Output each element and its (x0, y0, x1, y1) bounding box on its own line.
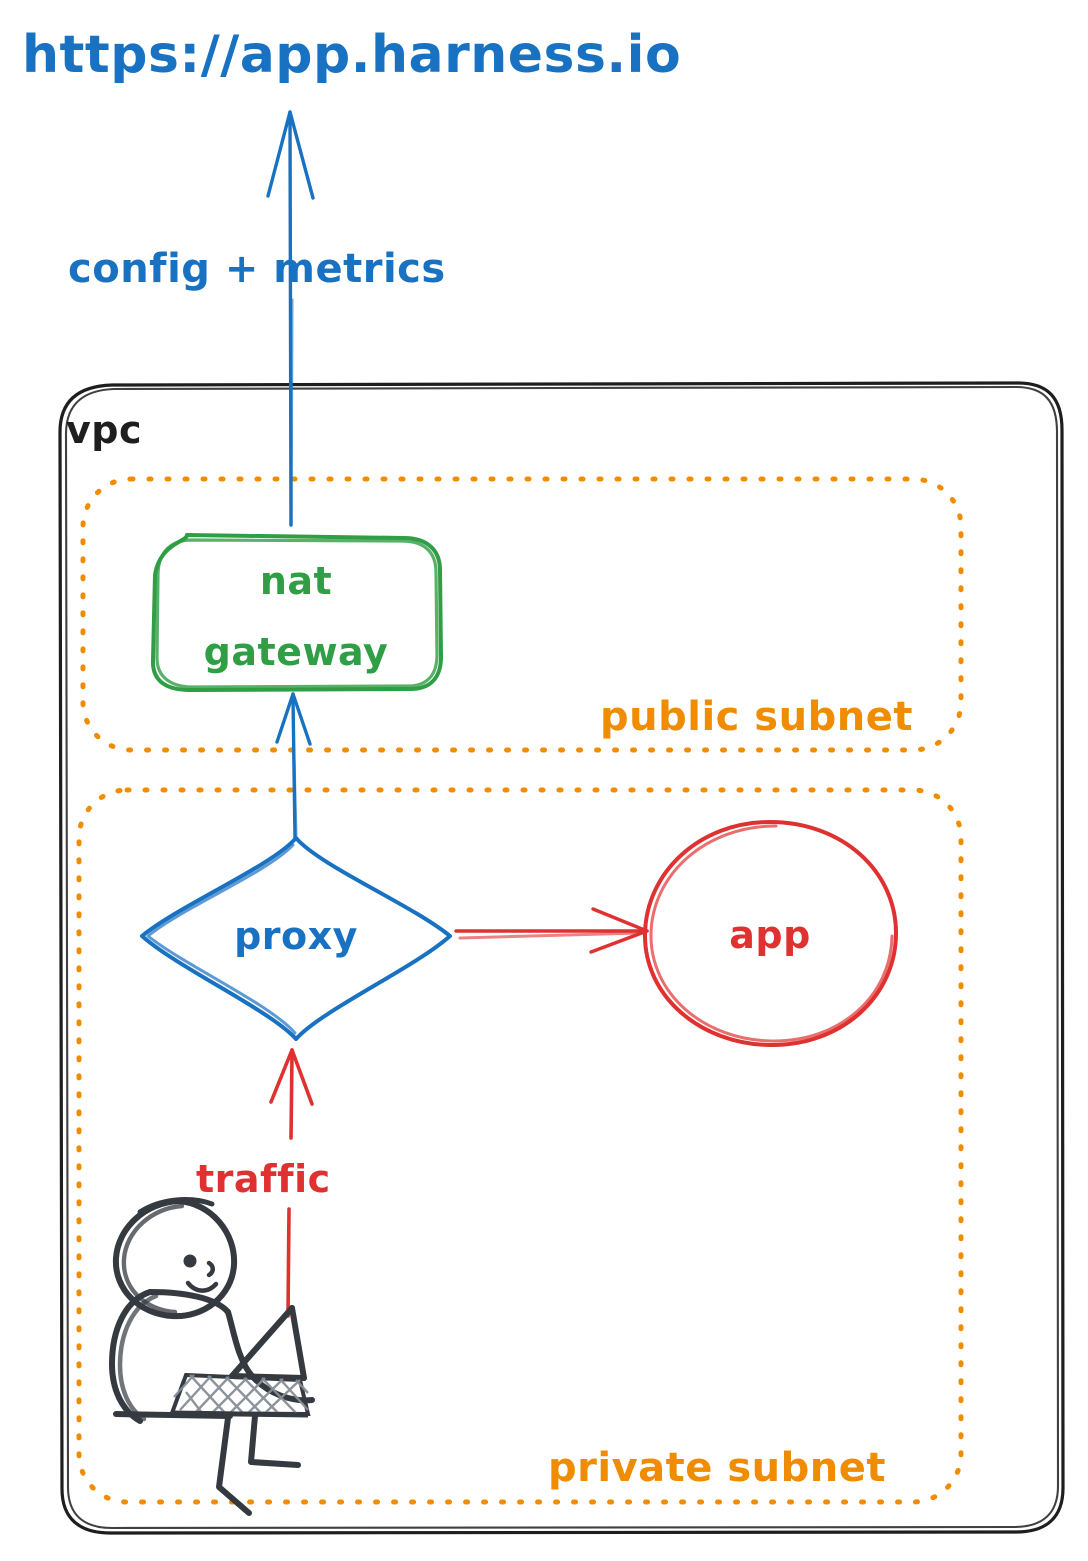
arrow-up-icon-internet (266, 110, 315, 527)
arrow-up-icon-traffic (269, 1048, 314, 1318)
public-subnet-label: public subnet (600, 694, 913, 740)
nat-gateway-node[interactable] (150, 533, 443, 692)
nat-gateway-label-line1: nat (260, 559, 332, 603)
proxy-node[interactable] (140, 836, 452, 1041)
vpc-container (58, 381, 1065, 1535)
laptop-keyboard (169, 1372, 311, 1418)
arrow-up-icon-nat (275, 692, 312, 840)
person-eye (183, 1254, 197, 1268)
nat-gateway-label-line2: gateway (204, 630, 389, 674)
traffic-label: traffic (196, 1157, 331, 1201)
proxy-label: proxy (234, 914, 358, 958)
private-subnet-label: private subnet (548, 1445, 886, 1491)
app-node[interactable] (642, 820, 898, 1048)
private-subnet-container (76, 787, 964, 1505)
person-with-laptop-icon (109, 1197, 315, 1516)
vpc-label: vpc (66, 408, 142, 452)
arrow-right-icon-app (454, 907, 649, 954)
public-subnet-container (80, 476, 964, 753)
app-label: app (729, 913, 811, 957)
